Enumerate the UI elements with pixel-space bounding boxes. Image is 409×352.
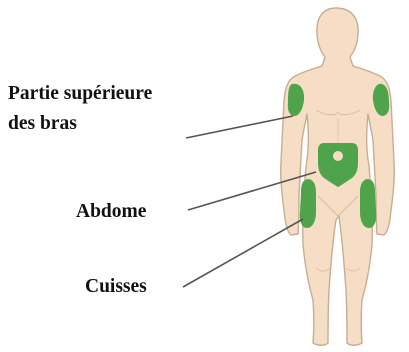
thigh-zone-right: [360, 179, 376, 228]
upper-arm-leader-line: [186, 116, 293, 138]
upper-arms-label: Partie supérieure des bras: [8, 79, 152, 139]
upper-arms-label-line1: Partie supérieure: [8, 79, 152, 109]
thigh-zone-left: [300, 179, 316, 228]
upper-arms-label-line2: des bras: [8, 109, 152, 139]
navel: [333, 151, 343, 161]
thighs-label: Cuisses: [85, 272, 147, 302]
thigh-leader-line: [183, 219, 303, 287]
abdomen-label: Abdome: [76, 197, 146, 227]
